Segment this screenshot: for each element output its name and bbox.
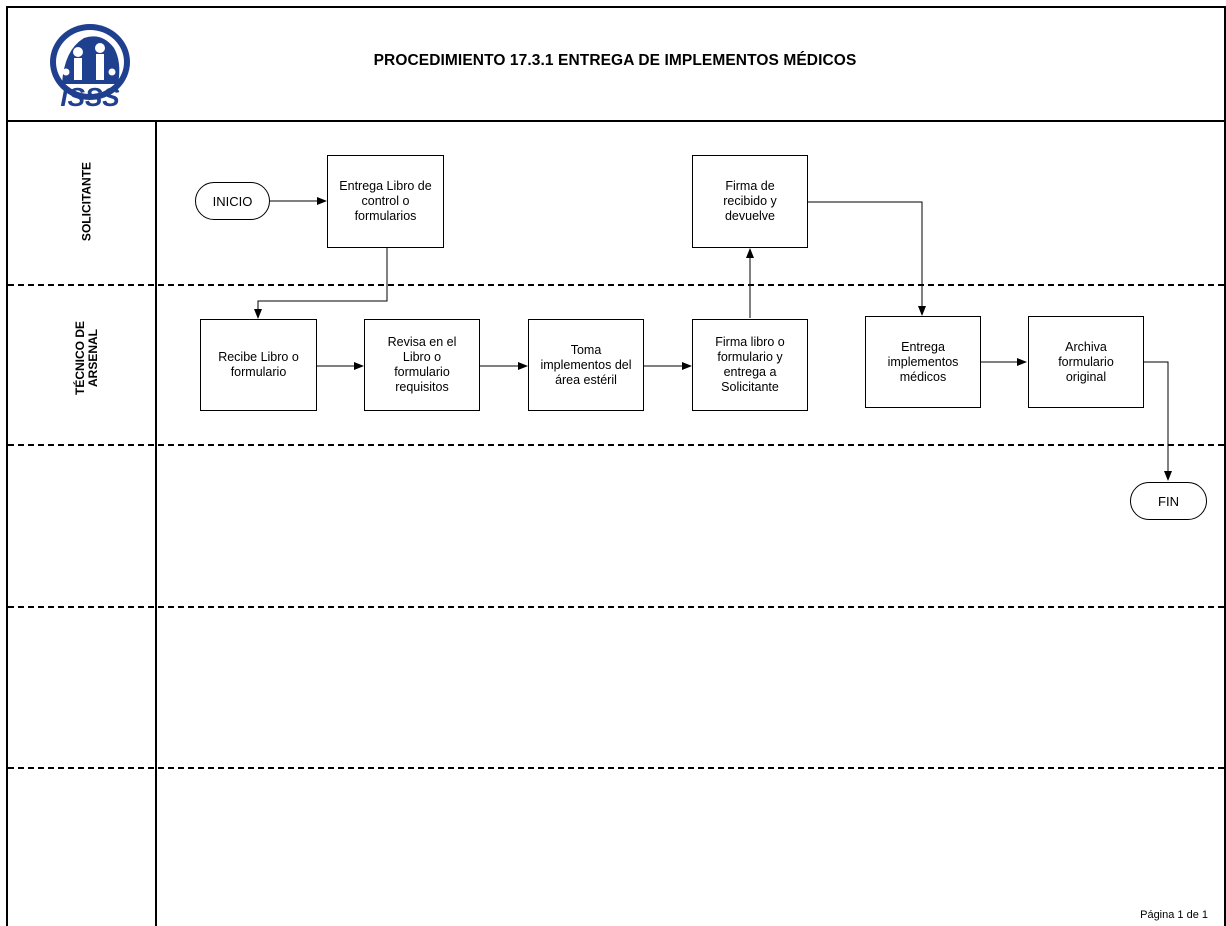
page-title: PROCEDIMIENTO 17.3.1 ENTREGA DE IMPLEMEN… bbox=[373, 52, 857, 69]
lane-divider bbox=[8, 767, 1224, 769]
arrow-entrega-to-recibe bbox=[254, 248, 388, 319]
page-number: Página 1 de 1 bbox=[1140, 909, 1208, 921]
lane-divider bbox=[8, 444, 1224, 446]
end-terminator: FIN bbox=[1130, 482, 1207, 520]
diagram-frame bbox=[6, 6, 1226, 926]
lane-divider bbox=[8, 284, 1224, 286]
logo-wordmark: ISSS bbox=[60, 82, 120, 110]
step-revisa: Revisa en el Libro o formulario requisit… bbox=[364, 319, 480, 411]
step-toma-implementos: Toma implementos del área estéril bbox=[528, 319, 644, 411]
step-archiva: Archiva formulario original bbox=[1028, 316, 1144, 408]
arrow-archiva-to-fin bbox=[1144, 361, 1172, 481]
lane-label-divider bbox=[155, 120, 157, 926]
isss-logo: ISSS bbox=[44, 22, 136, 112]
header-divider bbox=[6, 120, 1226, 122]
step-firma-recibido: Firma de recibido y devuelve bbox=[692, 155, 808, 248]
step-recibe-libro: Recibe Libro o formulario bbox=[200, 319, 317, 411]
lane-divider bbox=[8, 606, 1224, 608]
step-entrega-libro: Entrega Libro de control o formularios bbox=[327, 155, 444, 248]
start-terminator: INICIO bbox=[195, 182, 270, 220]
step-entrega-implementos: Entrega implementos médicos bbox=[865, 316, 981, 408]
step-firma-libro: Firma libro o formulario y entrega a Sol… bbox=[692, 319, 808, 411]
arrow-firmarecibido-to-entregaimpl bbox=[808, 201, 926, 316]
